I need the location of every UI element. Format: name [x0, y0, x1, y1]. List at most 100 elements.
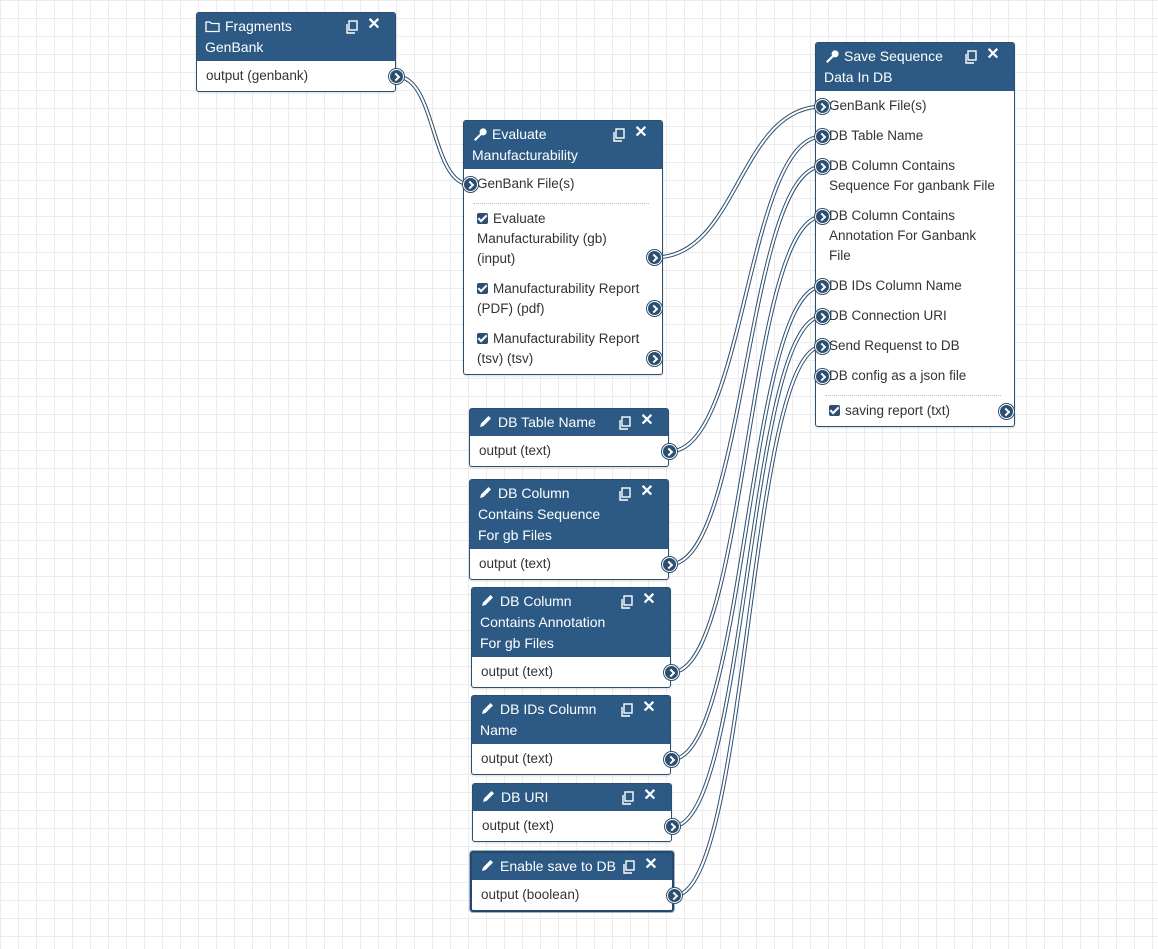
input-terminal-row: DB Column Contains Sequence For ganbank …	[815, 151, 1001, 201]
input-terminal[interactable]	[815, 309, 830, 324]
output-terminal[interactable]	[999, 404, 1014, 419]
close-icon[interactable]: ✕	[367, 16, 381, 33]
checkbox-checked[interactable]	[477, 283, 488, 294]
output-terminal[interactable]	[662, 557, 677, 572]
output-label: output (text)	[482, 818, 555, 833]
copy-icon[interactable]	[622, 859, 636, 874]
copy-icon[interactable]	[345, 19, 359, 34]
node-title-bar[interactable]: DB URI ✕	[473, 784, 671, 811]
copy-icon[interactable]	[620, 594, 634, 609]
node-evaluate-manufacturability[interactable]: Evaluate Manufacturability ✕ GenBank Fil…	[463, 120, 663, 375]
pencil-icon	[481, 790, 496, 804]
connection-wire-core	[669, 135, 823, 453]
output-label: output (text)	[481, 664, 554, 679]
node-fragments-genbank[interactable]: Fragments GenBank ✕ output (genbank)	[196, 12, 404, 92]
input-label: GenBank File(s)	[477, 176, 575, 191]
input-terminal[interactable]	[815, 99, 830, 114]
output-label: output (text)	[479, 443, 552, 458]
node-title-bar[interactable]: DB Table Name ✕	[470, 409, 668, 436]
output-terminal[interactable]	[647, 351, 662, 366]
copy-icon[interactable]	[618, 486, 632, 501]
close-icon[interactable]: ✕	[644, 856, 658, 873]
connection-wire	[669, 164, 823, 567]
connection-wire-core	[669, 165, 823, 566]
close-icon[interactable]: ✕	[643, 787, 657, 804]
input-label: DB config as a json file	[829, 368, 967, 383]
close-icon[interactable]: ✕	[640, 412, 654, 429]
output-terminal[interactable]	[662, 444, 677, 459]
output-terminal[interactable]	[647, 250, 662, 265]
copy-icon[interactable]	[964, 49, 978, 64]
folder-icon	[205, 19, 220, 33]
output-terminal[interactable]	[664, 752, 679, 767]
input-terminal[interactable]	[815, 339, 830, 354]
pencil-icon	[478, 486, 493, 500]
output-terminal[interactable]	[667, 888, 682, 903]
node-title-bar[interactable]: Enable save to DB ✕	[472, 853, 672, 880]
node-title-bar[interactable]: DB Column Contains Sequence For gb Files…	[470, 480, 668, 549]
output-terminal[interactable]	[389, 69, 404, 84]
input-terminal[interactable]	[463, 177, 478, 192]
node-title-bar[interactable]: Evaluate Manufacturability ✕	[464, 121, 662, 169]
close-icon[interactable]: ✕	[634, 124, 648, 141]
copy-icon[interactable]	[621, 790, 635, 805]
copy-icon[interactable]	[612, 127, 626, 142]
node-enable-save-to-db[interactable]: Enable save to DB ✕ output (boolean)	[470, 851, 682, 912]
node-db-uri[interactable]: DB URI ✕ output (text)	[472, 783, 680, 842]
node-title-bar[interactable]: Fragments GenBank ✕	[197, 13, 395, 61]
copy-icon[interactable]	[620, 702, 634, 717]
output-terminal-row: output (boolean)	[477, 880, 682, 910]
connection-wire	[672, 314, 823, 829]
input-terminal[interactable]	[815, 209, 830, 224]
connection-wire	[669, 134, 823, 454]
output-terminal[interactable]	[665, 819, 680, 834]
node-db-ids-column-name[interactable]: DB IDs Column Name ✕ output (text)	[471, 695, 679, 775]
output-label: output (text)	[479, 556, 552, 571]
node-save-sequence-data-in-db[interactable]: Save Sequence Data In DB ✕ GenBank File(…	[815, 42, 1015, 427]
node-title-bar[interactable]: DB Column Contains Annotation For gb Fil…	[472, 588, 670, 657]
node-db-column-sequence[interactable]: DB Column Contains Sequence For gb Files…	[469, 479, 677, 580]
pencil-icon	[480, 594, 495, 608]
output-terminal-row: Evaluate Manufacturability (gb) (input)	[473, 203, 662, 274]
close-icon[interactable]: ✕	[642, 591, 656, 608]
wrench-icon	[472, 127, 487, 141]
checkbox-checked[interactable]	[477, 213, 488, 224]
node-db-column-annotation[interactable]: DB Column Contains Annotation For gb Fil…	[471, 587, 679, 688]
checkbox-checked[interactable]	[477, 333, 488, 344]
input-label: DB Column Contains Annotation For Ganban…	[829, 208, 977, 263]
checkbox-checked[interactable]	[829, 405, 840, 416]
node-title-bar[interactable]: DB IDs Column Name ✕	[472, 696, 670, 744]
wrench-icon	[824, 49, 839, 63]
pencil-icon	[480, 859, 495, 873]
input-label: DB Connection URI	[829, 308, 947, 323]
node-title: Evaluate Manufacturability	[472, 126, 578, 163]
node-title: DB URI	[501, 789, 549, 805]
input-terminal-row: Send Requenst to DB	[815, 331, 1001, 361]
node-title: Fragments GenBank	[205, 18, 292, 55]
output-label: Evaluate Manufacturability (gb) (input)	[477, 211, 607, 266]
node-db-table-name[interactable]: DB Table Name ✕ output (text)	[469, 408, 677, 467]
close-icon[interactable]: ✕	[640, 483, 654, 500]
output-terminal[interactable]	[664, 665, 679, 680]
connection-wire-core	[396, 75, 471, 186]
input-terminal[interactable]	[815, 159, 830, 174]
input-terminal[interactable]	[815, 129, 830, 144]
connection-wire	[671, 284, 823, 762]
input-terminal-row: GenBank File(s)	[815, 91, 1001, 121]
output-terminal-row: output (text)	[477, 744, 679, 774]
output-terminal-row: output (text)	[475, 549, 677, 579]
input-terminal[interactable]	[815, 369, 830, 384]
connection-wire	[671, 214, 823, 675]
pencil-icon	[478, 415, 493, 429]
copy-icon[interactable]	[618, 415, 632, 430]
input-terminal[interactable]	[815, 279, 830, 294]
output-label: output (text)	[481, 751, 554, 766]
connection-wire-core	[672, 315, 823, 828]
output-terminal-row: output (genbank)	[202, 61, 404, 91]
input-terminal-row: DB Column Contains Annotation For Ganban…	[815, 201, 1001, 271]
close-icon[interactable]: ✕	[642, 699, 656, 716]
output-terminal[interactable]	[647, 301, 662, 316]
node-title-bar[interactable]: Save Sequence Data In DB ✕	[816, 43, 1014, 91]
close-icon[interactable]: ✕	[986, 46, 1000, 63]
output-terminal-row: output (text)	[475, 436, 677, 466]
